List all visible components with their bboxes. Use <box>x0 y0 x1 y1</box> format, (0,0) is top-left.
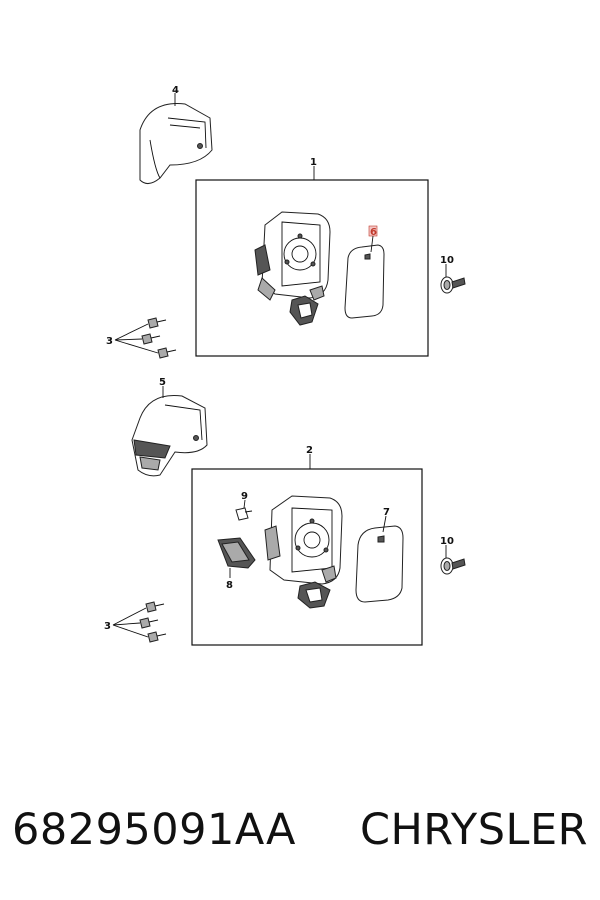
callout-7: 7 <box>383 507 390 518</box>
callout-6: 6 <box>370 227 377 238</box>
mirror-housing-assembly-1[interactable] <box>254 211 331 326</box>
callout-4: 4 <box>172 85 179 96</box>
callout-3-lower: 3 <box>104 621 111 632</box>
callout-10-upper: 10 <box>440 255 454 266</box>
screws-3-lower[interactable] <box>139 601 167 643</box>
callout-3-upper: 3 <box>106 336 113 347</box>
signal-lamp-8[interactable] <box>217 537 256 569</box>
clip-10-upper[interactable] <box>440 276 466 294</box>
part-number: 68295091AA <box>12 805 296 855</box>
mirror-housing-assembly-2[interactable] <box>264 495 343 609</box>
assembly-frame-2 <box>191 468 423 646</box>
callout-5: 5 <box>159 377 166 388</box>
callout-1: 1 <box>310 157 317 168</box>
callout-10-lower: 10 <box>440 536 454 547</box>
assembly-frame-1 <box>195 179 429 357</box>
screws-3-upper[interactable] <box>141 317 177 359</box>
callout-9: 9 <box>241 491 248 502</box>
callout-8: 8 <box>226 580 233 591</box>
mirror-cover-lower[interactable] <box>131 394 208 477</box>
mirror-cover-upper[interactable] <box>139 103 213 184</box>
clip-10-lower[interactable] <box>440 557 466 575</box>
mirror-glass-7[interactable] <box>355 525 404 603</box>
footer: 68295091AA CHRYSLER <box>0 800 600 860</box>
brand-name: CHRYSLER <box>359 805 588 855</box>
mirror-glass-6[interactable] <box>344 244 385 319</box>
callout-2: 2 <box>306 445 313 456</box>
bulb-9[interactable] <box>235 507 253 521</box>
